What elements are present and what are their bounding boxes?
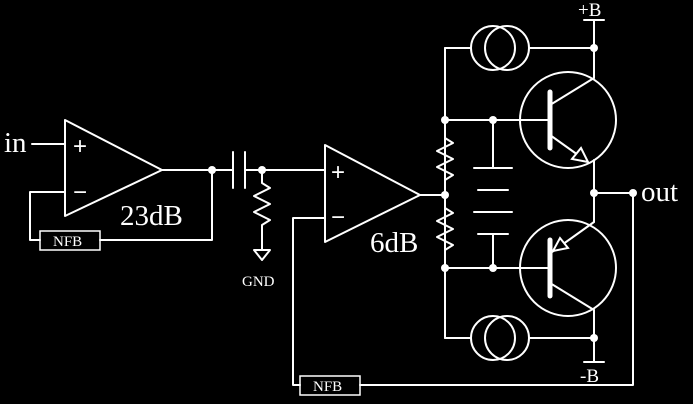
junction-dot [208, 166, 216, 174]
opamp2-plus-sign: + [331, 159, 345, 186]
top-current-source [470, 25, 530, 71]
feedback1-return-wire [99, 169, 213, 241]
ground-label: GND [242, 274, 275, 290]
bottom-current-source [470, 315, 530, 361]
junction-dot [590, 334, 598, 342]
ground-icon [253, 249, 271, 261]
input-label: in [4, 127, 27, 159]
feedback2-box [299, 375, 361, 396]
bias-resistor [253, 169, 271, 251]
feedback2-return-wire [359, 192, 634, 386]
pnp-transistor [519, 219, 617, 317]
feedback2-wire [292, 217, 326, 386]
bias-battery [473, 119, 513, 269]
bias-resistor-bottom [436, 194, 454, 269]
opamp2-minus-sign: − [331, 204, 345, 231]
bias-resistor-top [436, 119, 454, 196]
stage1-gain-label: 23dB [120, 200, 183, 232]
stage2-gain-label: 6dB [370, 227, 418, 259]
junction-dot [590, 44, 598, 52]
junction-dot [590, 189, 598, 197]
output-label: out [641, 176, 678, 208]
opamp-stage2 [324, 144, 421, 243]
coupling-capacitor [232, 151, 246, 189]
opamp1-minus-sign: − [73, 179, 87, 206]
supply-positive-label: +B [578, 0, 601, 21]
feedback1-wire [29, 191, 66, 241]
opamp-stage1 [64, 119, 163, 217]
feedback2-label: NFB [313, 379, 342, 395]
opamp1-plus-sign: + [73, 133, 87, 160]
output-terminal [629, 189, 637, 197]
supply-negative-label: -B [580, 366, 599, 387]
feedback1-box [39, 230, 101, 251]
npn-transistor [519, 71, 617, 169]
feedback1-label: NFB [53, 234, 82, 250]
